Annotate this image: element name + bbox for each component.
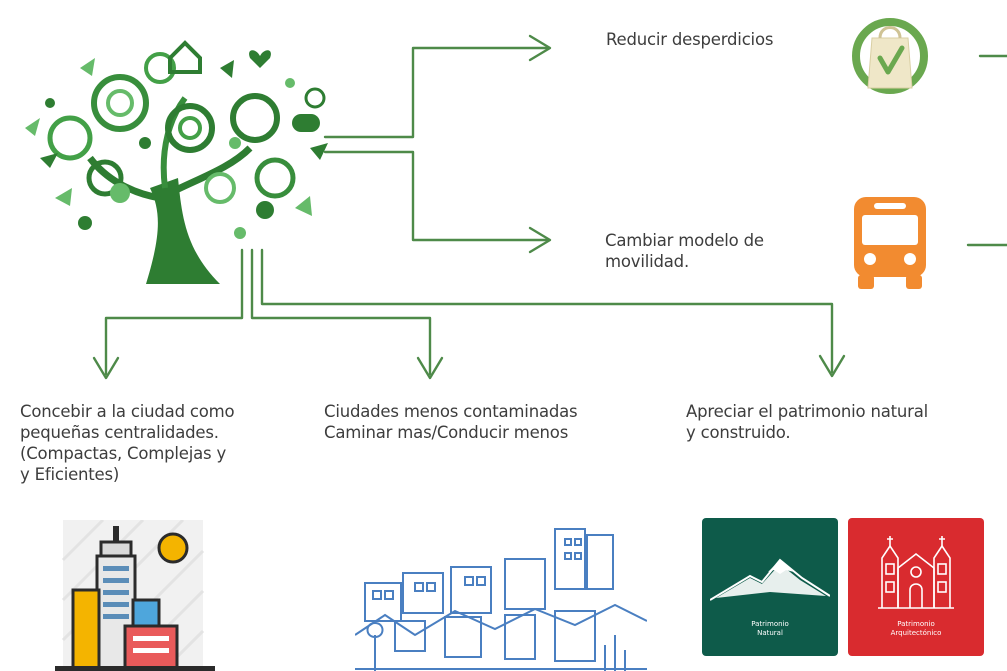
outcome-label-2: Ciudades menos contaminadas Caminar mas/… xyxy=(324,402,578,442)
church-icon xyxy=(878,536,954,609)
bus-icon xyxy=(854,197,926,289)
city-building-icon xyxy=(55,520,215,671)
architectural-heritage-tile: Patrimonio Arquitectónico xyxy=(848,518,984,656)
arrow-outcome-2 xyxy=(250,248,432,376)
branch-label-mobility: Cambiar modelo de movilidad. xyxy=(605,231,764,271)
arrow-outcome-3 xyxy=(260,248,834,374)
arrow-outcome-1 xyxy=(104,248,244,376)
arrow-mobility xyxy=(323,150,550,242)
outcome-label-1: Concebir a la ciudad como pequeñas centr… xyxy=(20,402,235,484)
natural-heritage-tile: Patrimonio Natural xyxy=(702,518,838,656)
mountain-icon xyxy=(710,558,830,601)
cityscape-icon xyxy=(355,528,647,671)
arrow-reduce-waste xyxy=(323,46,550,139)
recycle-bag-icon xyxy=(852,18,928,94)
outcome-label-3: Apreciar el patrimonio natural y constru… xyxy=(686,402,929,442)
natural-heritage-label: Patrimonio Natural xyxy=(751,620,789,637)
architectural-heritage-label: Patrimonio Arquitectónico xyxy=(890,620,942,637)
eco-tree-icon xyxy=(25,40,328,284)
branch-label-reduce-waste: Reducir desperdicios xyxy=(606,30,774,49)
